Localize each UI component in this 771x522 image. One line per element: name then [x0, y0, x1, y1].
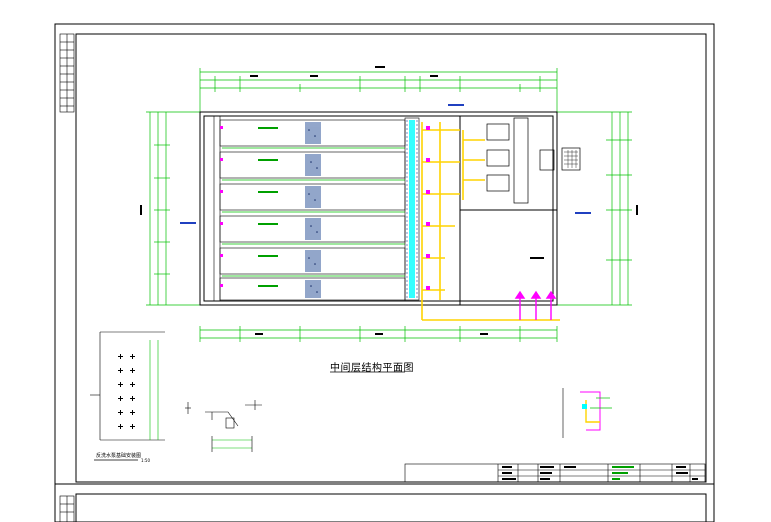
- water-channel: [404, 117, 420, 301]
- detail-title: 反洗水泵基础安装图: [96, 453, 142, 459]
- media-dots: [308, 129, 318, 293]
- pipe-detail: [562, 388, 612, 438]
- vent-grille: [564, 150, 578, 168]
- pump-units: [486, 117, 581, 204]
- bottom-dimension-lines: [199, 326, 558, 342]
- detail-scale: 1:50: [141, 458, 150, 463]
- right-dimension-lines: [557, 111, 632, 306]
- plan-title: 中间层结构平面图: [330, 363, 414, 374]
- outlet-arrows: [514, 290, 557, 320]
- plan-annotations: [180, 104, 591, 287]
- bay-divider-strips: [222, 147, 405, 277]
- title-block-fields: [502, 466, 698, 480]
- valve-markers: [220, 126, 430, 290]
- anchor-bolts: [118, 354, 135, 429]
- pipe-network: [421, 122, 560, 321]
- margin-strip: [59, 33, 75, 522]
- left-dimension-lines: [146, 111, 200, 306]
- sheet-border: [54, 23, 715, 522]
- building-outline: [199, 111, 558, 306]
- section-detail: [185, 400, 262, 452]
- title-block: [404, 463, 706, 483]
- structural-plan: [140, 66, 638, 342]
- top-dimension-lines: [199, 68, 558, 112]
- filter-media-hatch: [305, 122, 321, 298]
- dimension-tick-marks: [140, 66, 638, 335]
- pump-foundation-detail: [90, 331, 165, 441]
